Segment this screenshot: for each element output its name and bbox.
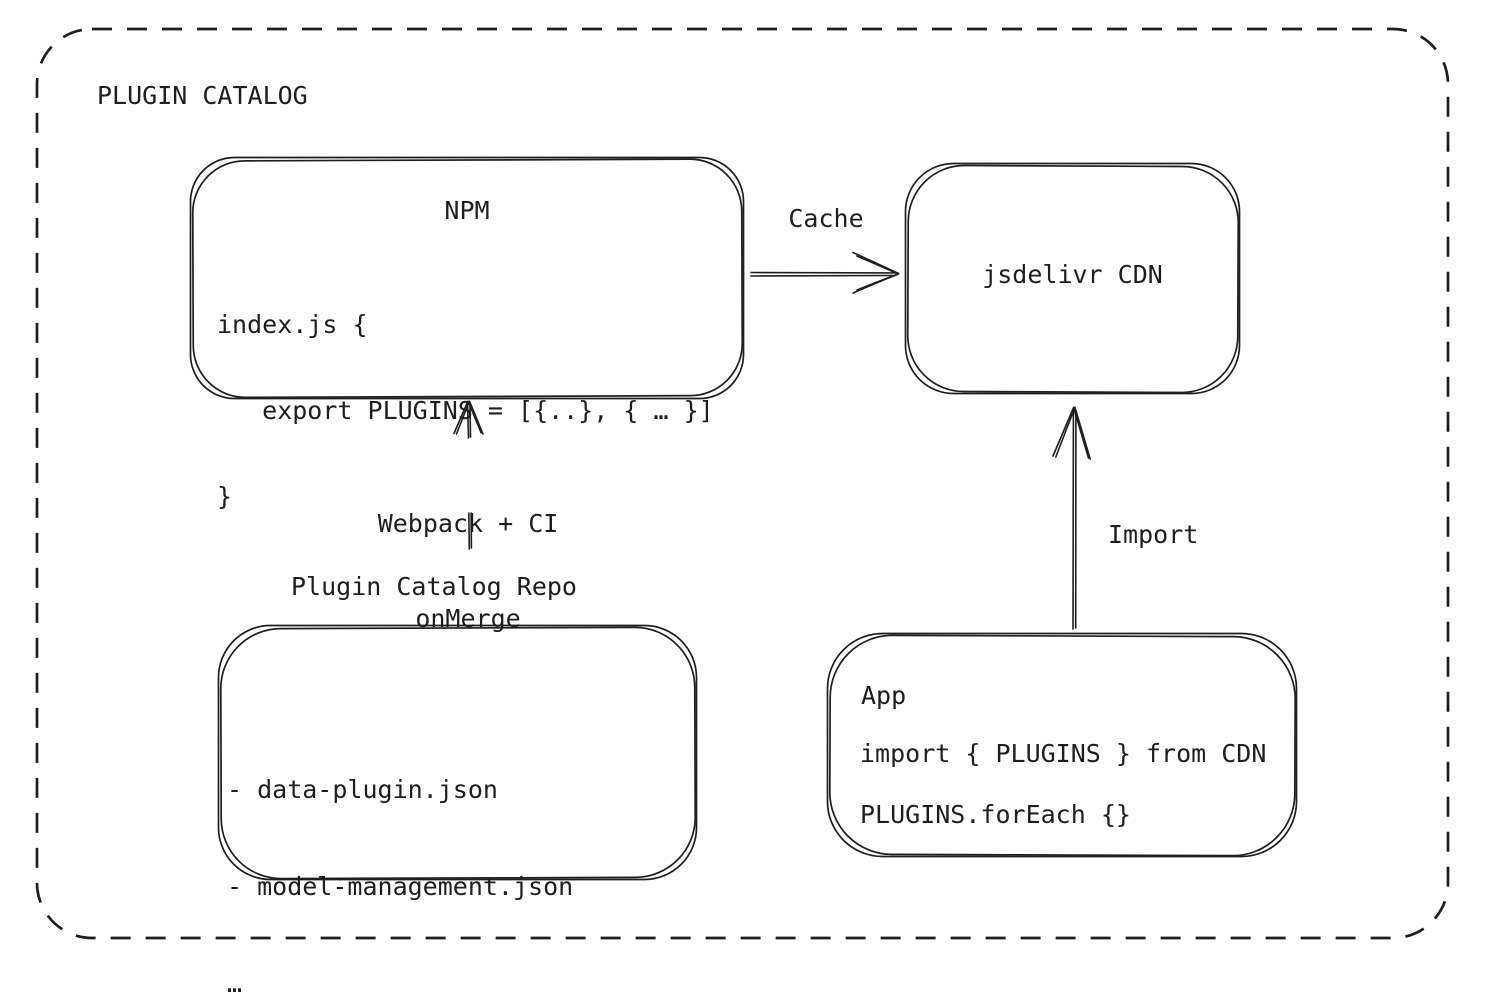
cdn-box-label: jsdelivr CDN	[982, 260, 1163, 289]
repo-box-outline	[217, 624, 698, 881]
webpack-arrow-label-line: onMerge	[415, 603, 521, 633]
app-box-title: App	[861, 681, 907, 710]
app-box-outline	[826, 632, 1298, 858]
cache-arrow-label: Cache	[788, 204, 864, 233]
cache-arrow	[750, 251, 900, 294]
repo-box-label: Plugin Catalog Repo	[291, 572, 577, 601]
cdn-box-outline	[904, 162, 1241, 395]
webpack-arrow-label-line: Webpack + CI	[377, 509, 559, 538]
npm-box-outline	[189, 156, 745, 400]
app-code-line: PLUGINS.forEach {}	[860, 800, 1131, 829]
catalog-dashed-border	[35, 27, 1450, 940]
webpack-arrow	[453, 400, 484, 550]
npm-box-title: NPM	[444, 196, 490, 225]
webpack-arrow-label: Webpack + CI onMerge	[348, 445, 588, 697]
app-code-line: import { PLUGINS } from CDN	[860, 739, 1267, 768]
import-arrow-label: Import	[1108, 520, 1199, 549]
import-arrow	[1052, 406, 1091, 630]
repo-file-item: - model-management.json	[227, 872, 574, 902]
repo-file-item: …	[227, 969, 243, 999]
npm-code-line: index.js {	[217, 310, 368, 340]
npm-code-line: export PLUGINS = [{..}, { … }]	[217, 395, 714, 425]
repo-file-item: - data-plugin.json	[227, 774, 498, 804]
repo-file-list: - data-plugin.json - model-management.js…	[227, 709, 573, 1002]
npm-code-block: index.js { export PLUGINS = [{..}, { … }…	[217, 254, 714, 569]
diagram-title: PLUGIN CATALOG	[97, 81, 308, 110]
npm-code-line: }	[217, 481, 233, 511]
